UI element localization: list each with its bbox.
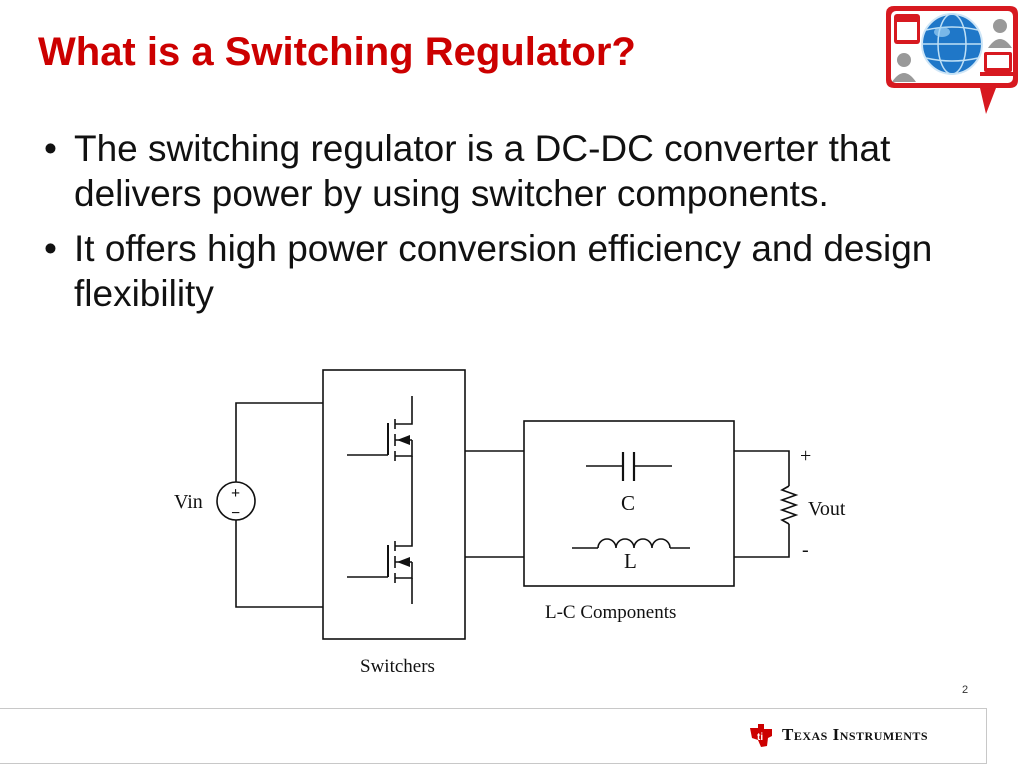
svg-text:ti: ti — [757, 732, 763, 743]
switchers-label: Switchers — [360, 656, 435, 677]
footer-bar — [0, 708, 987, 764]
switchers-box — [322, 369, 466, 640]
lc-components-label: L-C Components — [545, 602, 676, 623]
event-badge-logo — [884, 2, 1022, 125]
switching-regulator-diagram: Vin + − Switchers C L L-C Components Vou… — [174, 369, 846, 677]
capacitor-label: C — [621, 491, 635, 515]
resistor-symbol — [779, 485, 799, 525]
source-plus-label: + — [231, 485, 240, 502]
output-minus-label: - — [802, 539, 809, 561]
mosfet-bottom-symbol — [347, 533, 413, 604]
vin-label: Vin — [174, 491, 203, 513]
source-minus-label: − — [231, 505, 240, 522]
bullet-item: It offers high power conversion efficien… — [44, 226, 974, 316]
vout-label: Vout — [808, 498, 846, 520]
output-plus-label: + — [800, 445, 811, 467]
bullet-list: The switching regulator is a DC-DC conve… — [44, 126, 974, 326]
bullet-item: The switching regulator is a DC-DC conve… — [44, 126, 974, 216]
company-name: Texas Instruments — [782, 725, 929, 744]
texas-instruments-logo: ti Texas Instruments — [748, 722, 928, 748]
lc-components-box — [523, 420, 735, 587]
mosfet-top-symbol — [347, 396, 413, 533]
page-number: 2 — [962, 684, 969, 696]
inductor-label: L — [624, 549, 637, 573]
inductor-symbol — [572, 538, 690, 549]
voltage-source-symbol — [216, 481, 256, 521]
slide-title: What is a Switching Regulator? — [38, 30, 636, 74]
capacitor-symbol — [586, 452, 672, 481]
ti-emblem-icon: ti — [750, 724, 772, 747]
